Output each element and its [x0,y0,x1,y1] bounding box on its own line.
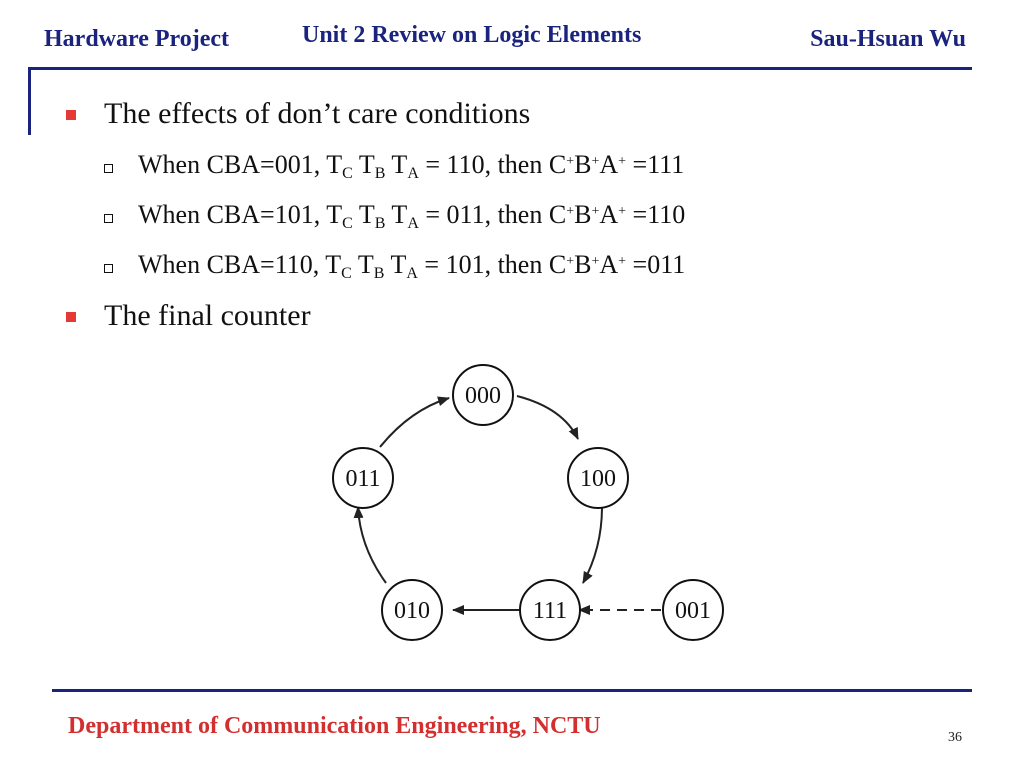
hollow-square-icon [104,214,113,223]
sub-bullet-text: When CBA=101, TC TB TA = 011, then C+B+A… [138,200,686,232]
bullet-square-icon [66,312,76,322]
bullet-text: The effects of don’t care conditions [104,97,531,130]
hollow-square-icon [104,264,113,273]
arrow-000-to-100 [516,395,579,440]
state-label: 000 [465,383,501,409]
bottom-divider [52,689,972,692]
state-010: 010 [381,579,443,641]
arrow-100-to-111 [582,506,603,584]
sub-bullet-text: When CBA=110, TC TB TA = 101, then C+B+A… [138,250,686,282]
header-project: Hardware Project [44,26,230,52]
page-number: 36 [948,730,962,745]
arrow-011-to-000 [379,396,450,448]
header-unit-title: Unit 2 Review on Logic Elements [302,22,642,48]
top-divider [28,67,972,70]
state-label: 100 [580,466,616,492]
left-accent-bar [28,67,31,135]
bullet-square-icon [66,110,76,120]
state-label: 111 [533,598,567,624]
state-label: 010 [394,598,430,624]
state-label: 011 [345,466,380,492]
state-011: 011 [332,447,394,509]
hollow-square-icon [104,164,113,173]
sub-bullet-text: When CBA=001, TC TB TA = 110, then C+B+A… [138,150,685,182]
arrow-010-to-011 [353,506,387,584]
state-111: 111 [519,579,581,641]
state-label: 001 [675,598,711,624]
state-001: 001 [662,579,724,641]
state-000: 000 [452,364,514,426]
header-author: Sau-Hsuan Wu [810,26,966,52]
state-100: 100 [567,447,629,509]
state-diagram: 000 100 111 010 011 001 [332,364,724,641]
footer-department: Department of Communication Engineering,… [68,713,601,739]
bullet-text: The final counter [104,299,311,332]
